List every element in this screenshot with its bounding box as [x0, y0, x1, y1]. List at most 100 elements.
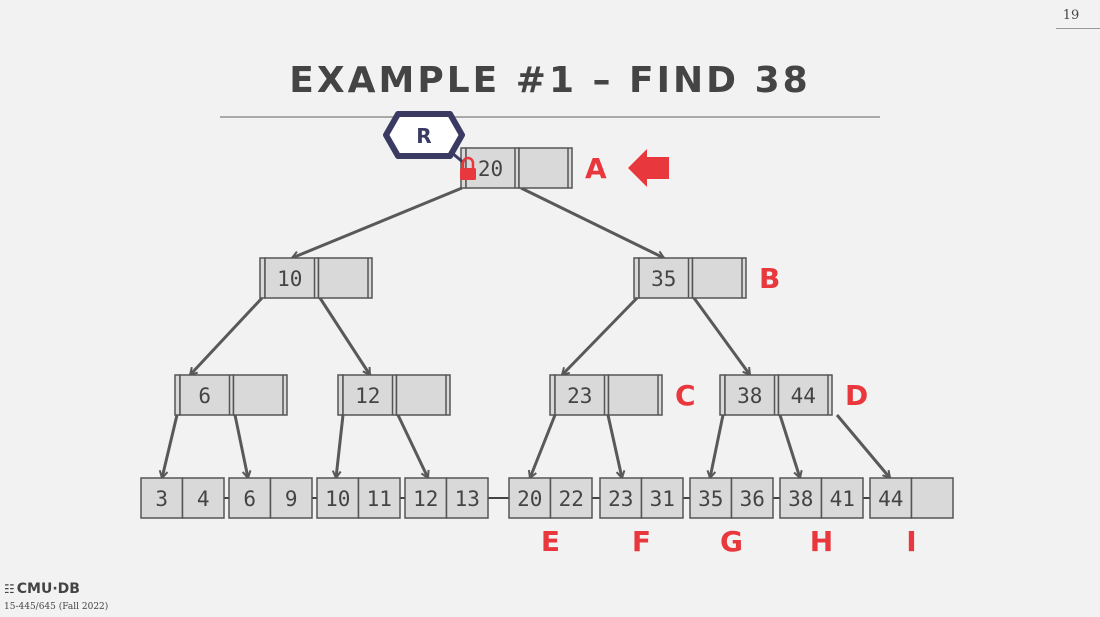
tree-edges — [162, 186, 890, 478]
child-pointer-arrow — [336, 414, 345, 478]
child-pointer-arrow — [778, 414, 800, 478]
leaf-key: 13 — [455, 487, 480, 511]
key-slot — [638, 257, 694, 299]
leaf-node: 10 11 — [316, 477, 401, 519]
child-pointer-arrow — [530, 414, 557, 478]
page-number-rule — [1056, 28, 1100, 29]
read-latch: R — [383, 111, 476, 180]
leaf-key: 10 — [325, 487, 350, 511]
leaf-node: 23 31 — [599, 477, 684, 519]
leaf-key: 12 — [413, 487, 438, 511]
key-slot — [445, 477, 489, 519]
child-pointer-arrow — [562, 296, 639, 375]
node-key: 38 — [737, 384, 762, 408]
node-label-c: C — [675, 379, 696, 412]
inner-node-a: 20 — [460, 147, 573, 189]
title-rule — [220, 116, 880, 118]
key-slot — [317, 257, 373, 299]
node-key: 35 — [651, 267, 676, 291]
logo-text: CMU·DB — [16, 581, 80, 597]
node-label-a: A — [585, 152, 607, 185]
node-key: 6 — [198, 384, 211, 408]
inner-node-c: 23 — [549, 374, 663, 416]
key-slot — [910, 477, 954, 519]
key-slot — [316, 477, 360, 519]
leaf-node: 38 41 — [779, 477, 864, 519]
child-pointer-arrow — [318, 297, 372, 375]
leaf-key: 20 — [517, 487, 542, 511]
key-slot — [181, 477, 225, 519]
child-pointer-arrow — [396, 414, 428, 478]
key-slot — [228, 477, 272, 519]
leaf-key: 3 — [155, 487, 168, 511]
leaf-key: 6 — [243, 487, 256, 511]
leaf-key: 23 — [608, 487, 633, 511]
slide-title: EXAMPLE #1 – FIND 38 — [289, 60, 811, 101]
key-slot — [607, 374, 663, 416]
cmu-db-logo: ☷CMU·DB — [4, 581, 80, 597]
node-label-d: D — [845, 379, 868, 412]
leaf-label-h: H — [810, 525, 833, 558]
child-pointer-arrow — [835, 414, 890, 478]
leaf-key: 44 — [878, 487, 903, 511]
key-slot — [269, 477, 313, 519]
leaf-label-f: F — [632, 525, 651, 558]
leaf-label-e: E — [541, 525, 560, 558]
node-key: 44 — [791, 384, 816, 408]
child-pointer-arrow — [606, 414, 622, 478]
key-slot — [777, 374, 833, 416]
leaf-key: 22 — [559, 487, 584, 511]
leaf-node: 44 — [869, 477, 954, 519]
key-slot — [724, 374, 780, 416]
inner-node-ll: 6 — [174, 374, 288, 416]
inner-node-b: 35 — [633, 257, 747, 299]
child-pointer-arrow — [692, 297, 752, 375]
key-slot — [549, 477, 593, 519]
leaf-key: 41 — [830, 487, 855, 511]
inner-node-d: 38 44 — [719, 374, 833, 416]
leaf-node: 12 13 — [404, 477, 489, 519]
node-key: 12 — [355, 384, 380, 408]
lock-icon — [460, 156, 476, 180]
inner-node-l: 10 — [259, 257, 373, 299]
database-icon: ☷ — [4, 582, 15, 596]
latch-hexagon-icon — [383, 111, 465, 159]
leaf-key: 35 — [698, 487, 723, 511]
leaf-key: 31 — [650, 487, 675, 511]
node-key: 23 — [567, 384, 592, 408]
key-slot — [357, 477, 401, 519]
leaf-key: 36 — [740, 487, 765, 511]
leaf-label-g: G — [720, 525, 743, 558]
left-arrow-icon — [628, 149, 669, 187]
leaf-key: 4 — [197, 487, 210, 511]
page-number: 19 — [1062, 8, 1080, 23]
inner-node-lr: 12 — [337, 374, 451, 416]
current-node-pointer — [628, 149, 669, 187]
child-pointer-arrow — [520, 186, 664, 258]
key-slot — [395, 374, 451, 416]
key-slot — [599, 477, 643, 519]
node-key: 20 — [478, 157, 503, 181]
key-slot — [179, 374, 235, 416]
key-slot — [232, 374, 288, 416]
child-pointer-arrow — [292, 186, 463, 258]
child-pointer-arrow — [233, 414, 248, 478]
leaf-key: 11 — [367, 487, 392, 511]
key-slot — [640, 477, 684, 519]
node-key: 10 — [277, 267, 302, 291]
child-pointer-arrow — [162, 414, 179, 478]
key-slot — [869, 477, 913, 519]
child-pointer-arrow — [710, 414, 725, 478]
course-name: 15-445/645 (Fall 2022) — [4, 602, 109, 612]
node-label-b: B — [759, 262, 780, 295]
leaf-key: 9 — [285, 487, 298, 511]
key-slot — [518, 147, 573, 189]
leaf-key: 38 — [788, 487, 813, 511]
child-pointer-arrow — [190, 296, 264, 375]
